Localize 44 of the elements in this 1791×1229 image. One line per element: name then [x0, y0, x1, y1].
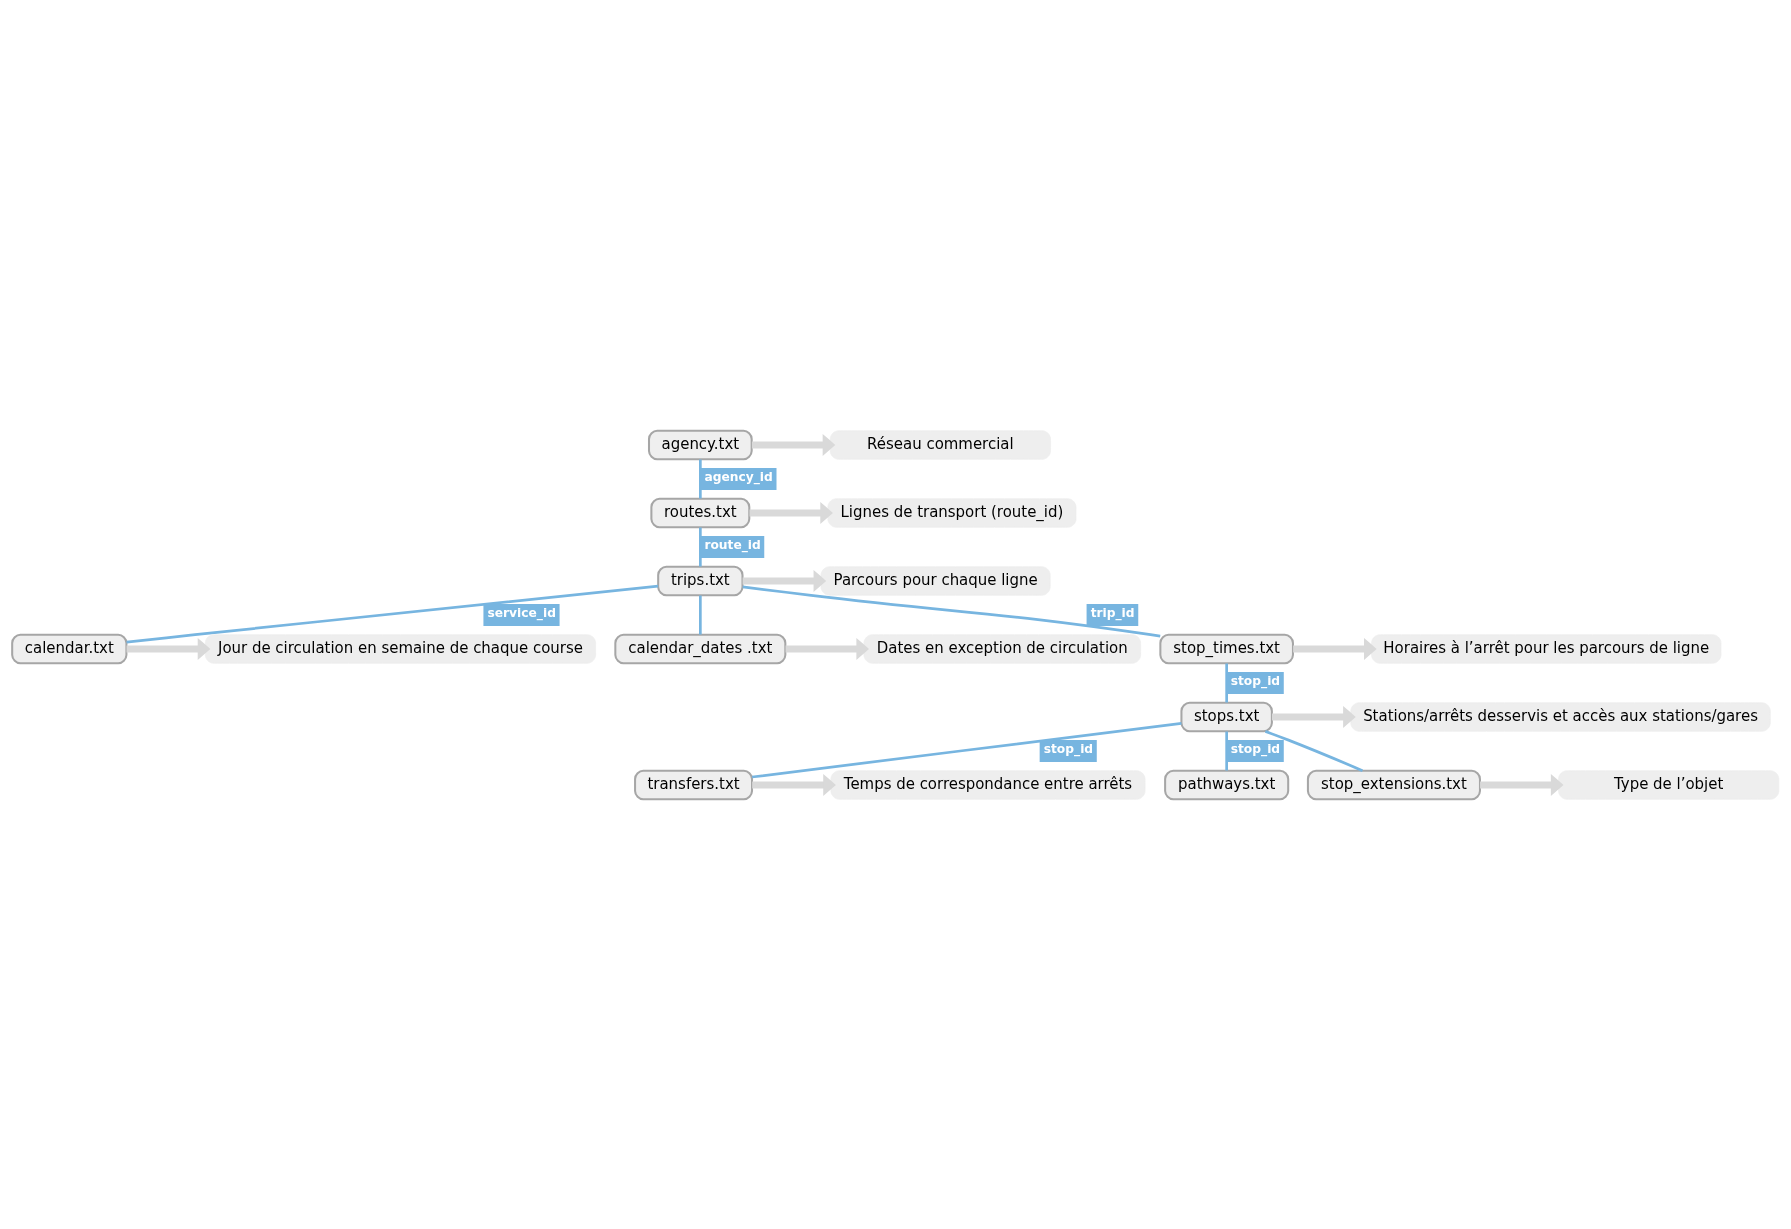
arrow	[751, 433, 836, 456]
arrow	[1293, 637, 1377, 660]
edge-label: service_id	[487, 605, 556, 620]
connector	[1225, 663, 1228, 703]
node-box: pathways.txt	[1164, 769, 1290, 800]
connector	[126, 584, 659, 643]
node-box: stops.txt	[1180, 701, 1273, 732]
arrow	[752, 773, 836, 796]
node-box: Réseau commercial	[829, 429, 1051, 460]
connector	[1225, 731, 1228, 771]
node-box: Parcours pour chaque ligne	[820, 565, 1051, 596]
node-box: Lignes de transport (route_id)	[827, 497, 1077, 528]
node-box: routes.txt	[650, 497, 751, 528]
node-box: Type de l’objet	[1558, 769, 1780, 800]
node-box: Stations/arrêts desservis et accès aux stations/gares	[1350, 701, 1771, 732]
node-box: agency.txt	[648, 429, 753, 460]
node-box: calendar_dates .txt	[614, 633, 787, 664]
arrow	[126, 637, 211, 660]
node-box: trips.txt	[657, 565, 744, 596]
connector	[1264, 729, 1364, 772]
arrow	[749, 501, 833, 524]
node-box: transfers.txt	[634, 769, 754, 800]
edge-label: stop_id	[1230, 673, 1281, 688]
edge-label: trip_id	[1090, 605, 1135, 620]
connector	[742, 585, 1161, 638]
node-box: Horaires à l’arrêt pour les parcours de ligne	[1371, 633, 1722, 664]
arrow	[742, 569, 827, 592]
arrow	[1480, 773, 1564, 796]
edge-label: stop_id	[1230, 741, 1281, 756]
node-box: Jour de circulation en semaine de chaque course	[204, 633, 596, 664]
arrow	[1272, 705, 1356, 728]
edge-label: stop_id	[1043, 741, 1094, 756]
node-box: stop_times.txt	[1159, 633, 1294, 664]
connector	[751, 721, 1182, 778]
node-box: Temps de correspondance entre arrêts	[830, 769, 1146, 800]
node-box: calendar.txt	[11, 633, 128, 664]
connector	[699, 595, 702, 635]
connector	[699, 459, 702, 499]
connector	[699, 527, 702, 567]
edge-label: agency_id	[704, 469, 773, 484]
node-box: Dates en exception de circulation	[863, 633, 1141, 664]
edge-label: route_id	[704, 537, 761, 552]
arrow	[785, 637, 869, 660]
node-box: stop_extensions.txt	[1306, 769, 1481, 800]
